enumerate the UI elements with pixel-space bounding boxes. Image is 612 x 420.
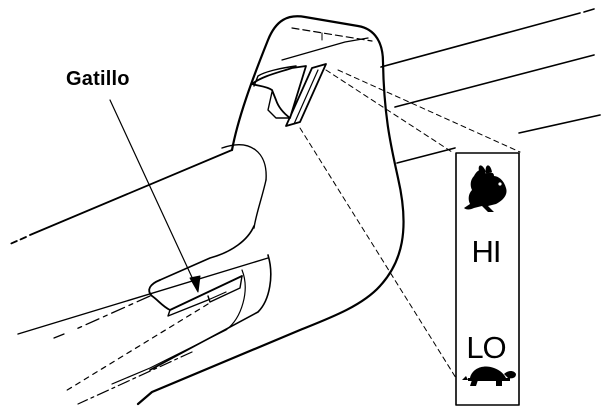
speed-panel [455, 152, 520, 406]
handle-top-edges [281, 27, 373, 61]
grip-contour-lower [253, 179, 267, 229]
speed-switch [251, 63, 327, 127]
trigger-callout-label: Gatillo [66, 68, 130, 90]
trigger-guard [111, 225, 272, 385]
handle-extension-lines [63, 303, 209, 405]
handle-body [136, 15, 405, 406]
trigger [53, 275, 243, 339]
shaft [380, 8, 601, 164]
turtle-icon [462, 366, 516, 386]
zoom-lines [299, 69, 521, 379]
rabbit-icon [464, 165, 507, 212]
front-tube [9, 149, 269, 335]
speed-high-label: HI [471, 234, 502, 269]
speed-low-label: LO [466, 330, 506, 365]
trigger-callout-leader [109, 99, 201, 293]
grip-contour [221, 144, 267, 181]
